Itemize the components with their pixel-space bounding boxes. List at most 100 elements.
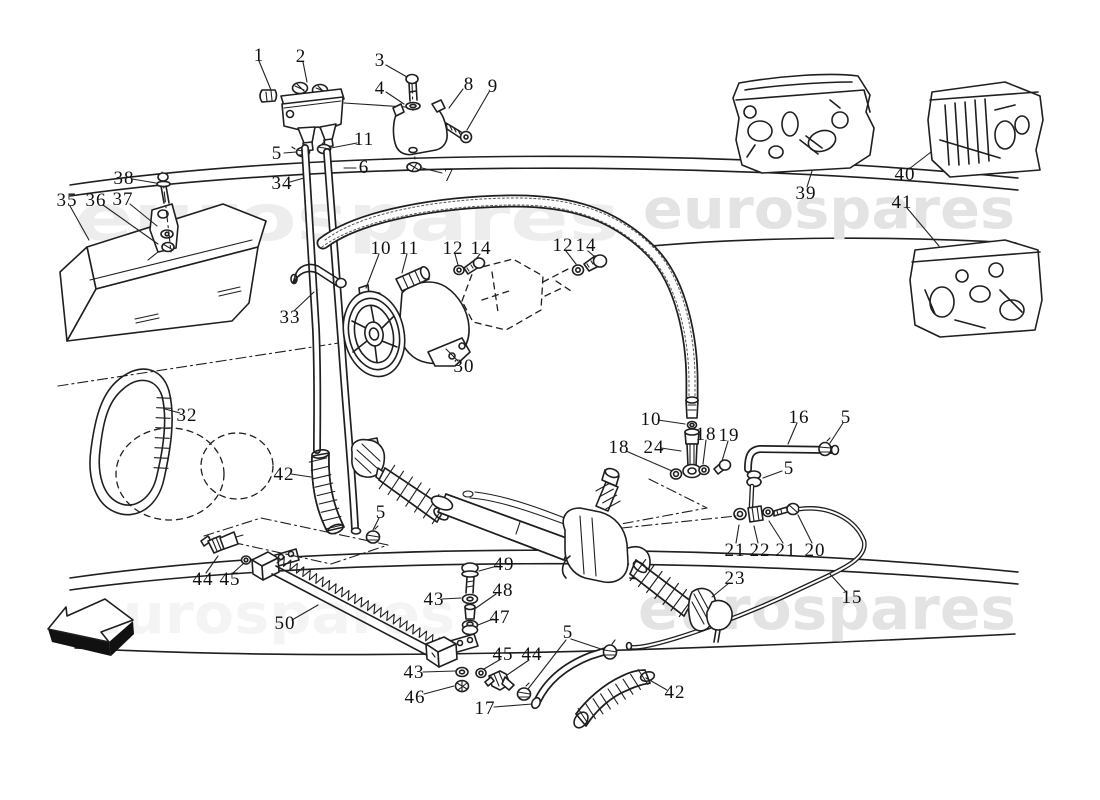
part-callout-46-54: 46 — [405, 687, 426, 708]
part-callout-44-49: 44 — [522, 644, 543, 665]
washer-4-hole — [409, 103, 417, 109]
ridge-line — [156, 407, 172, 409]
swoosh-top-right-under — [639, 237, 1017, 248]
washer-45-upper — [240, 555, 252, 565]
hose-clamp-11-top — [316, 140, 332, 155]
ridge-line — [322, 515, 342, 522]
ridge-line — [577, 707, 589, 725]
ridge-line — [670, 588, 688, 612]
corrugated-sheath-42-vertical — [308, 449, 345, 535]
hose-34 — [301, 144, 322, 454]
ridge-line — [316, 490, 336, 497]
leader-line-20-38 — [797, 514, 813, 544]
ridge-line — [314, 482, 334, 488]
part-callout-11-7: 11 — [354, 129, 374, 150]
steering-rack-assembly — [350, 437, 733, 643]
bolt-14-second — [583, 254, 608, 272]
washer-43-upper — [461, 593, 479, 605]
drive-belt-32 — [57, 336, 379, 521]
leader-line-5-6 — [283, 151, 297, 154]
ridge-line — [155, 427, 171, 429]
spacer-48 — [464, 603, 476, 620]
part-callout-14-21: 14 — [576, 235, 597, 256]
ridge-line — [414, 488, 431, 513]
part-callout-34-10: 34 — [272, 173, 293, 194]
part-callout-16-32: 16 — [789, 407, 810, 428]
leader-line-23-39 — [711, 582, 730, 598]
ridge-line — [154, 437, 170, 439]
ridge-line — [630, 673, 641, 690]
leader-line-49-44 — [478, 565, 498, 572]
parts-bag-39 — [732, 73, 875, 174]
bolt-19 — [713, 459, 732, 475]
hose-clamp-5-on-16 — [818, 437, 832, 457]
washer-45-lower — [475, 667, 487, 679]
bolt-38 — [156, 171, 172, 253]
leader-line-8-4 — [448, 88, 464, 109]
leader-line-39-24 — [806, 170, 813, 188]
part-callout-9-5: 9 — [488, 76, 499, 97]
leader-line-38-11 — [131, 178, 157, 184]
axis-line — [621, 515, 737, 529]
mount-bolt-49 — [461, 562, 479, 594]
ridge-line — [646, 570, 663, 594]
watermark-bottom-left: eurospares — [83, 582, 455, 646]
part-callout-22-36: 22 — [750, 540, 771, 561]
swoosh-bottom — [69, 549, 1019, 579]
part-callout-10-27: 10 — [641, 409, 662, 430]
ridge-line — [324, 524, 344, 530]
leader-line-15-40 — [829, 573, 848, 594]
ridge-line — [595, 482, 611, 492]
part-callout-23-39: 23 — [725, 568, 746, 589]
swoosh-bottom-accent — [69, 562, 1019, 591]
part-callout-44-50: 44 — [193, 569, 214, 590]
leader-line-5-33 — [829, 422, 844, 444]
ridge-line — [378, 464, 396, 490]
leader-line-10-16 — [365, 253, 380, 289]
screw-9 — [445, 122, 473, 144]
ridge-line — [607, 688, 619, 705]
ferrules-5-pair — [746, 470, 762, 488]
rack-bar-50 — [251, 548, 479, 668]
part-callout-43-53: 43 — [404, 662, 425, 683]
leader-line-5-56 — [527, 639, 567, 690]
part-callout-33-15: 33 — [280, 307, 301, 328]
ridge-line — [405, 482, 422, 507]
part-callout-35-12: 35 — [57, 190, 78, 211]
pipe-15 — [625, 506, 867, 651]
parts-bag-40 — [927, 81, 1044, 178]
leader-line-24-28 — [660, 447, 682, 452]
leader-line-1-0 — [258, 60, 272, 91]
power-steering-pump-30 — [342, 265, 471, 378]
ridge-line — [153, 467, 169, 469]
leader-line-18-30 — [702, 439, 707, 465]
part-callout-8-4: 8 — [464, 74, 475, 95]
part-callout-12-18: 12 — [443, 238, 464, 259]
part-callout-19-31: 19 — [719, 425, 740, 446]
part-callout-41-26: 41 — [892, 192, 913, 213]
part-callout-5-6: 5 — [272, 143, 283, 164]
leader-line-43-45 — [441, 597, 462, 600]
ridge-line — [598, 488, 614, 498]
leader-line-19-31 — [721, 440, 729, 462]
ridge-line — [615, 683, 626, 700]
leader-line-11-7 — [330, 142, 358, 149]
leader-line-21-37 — [768, 520, 784, 544]
part-callout-14-19: 14 — [471, 238, 492, 259]
ridge-line — [387, 470, 405, 496]
reservoir-assembly-1-2 — [259, 81, 407, 152]
leader-line-21-35 — [735, 524, 740, 544]
leader-line-30-22 — [445, 348, 459, 362]
part-callout-10-16: 10 — [371, 238, 392, 259]
belt-twist-hatch — [153, 397, 172, 469]
leader-line-16-32 — [787, 422, 798, 445]
leader-line-46-54 — [423, 685, 455, 695]
tube-to-banjo — [748, 483, 755, 510]
leader-line-5-56 — [570, 638, 605, 651]
part-callout-5-34: 5 — [784, 458, 795, 479]
part-callout-5-43: 5 — [376, 502, 387, 523]
leader-line-14-19 — [475, 253, 481, 260]
leader-line-47-47 — [477, 618, 494, 626]
pulley-spokes — [351, 305, 398, 363]
